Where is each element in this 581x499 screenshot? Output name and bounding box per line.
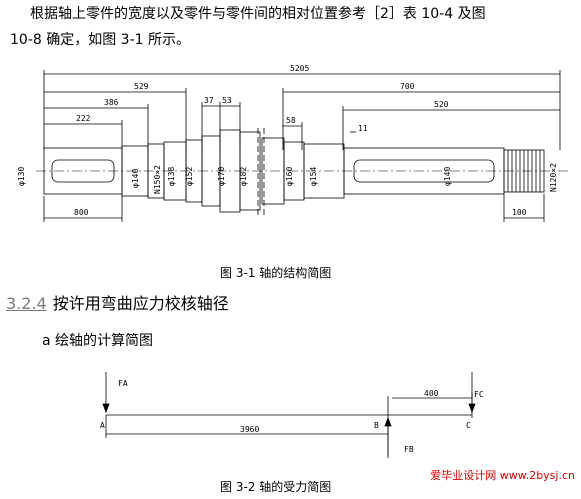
label-fa: FA: [118, 379, 128, 388]
dia-152: φ152: [185, 167, 194, 186]
dim-529: 529: [134, 82, 149, 91]
spline-150: N150×2: [153, 165, 162, 194]
dim-222: 222: [76, 114, 91, 123]
label-c: C: [466, 421, 471, 430]
dia-170: φ170: [217, 167, 226, 186]
section-heading: 3.2.4 按许用弯曲应力校核轴径: [6, 290, 229, 314]
label-a: A: [100, 421, 105, 430]
dia-160: φ160: [285, 167, 294, 186]
dim-3960: 3960: [240, 425, 259, 434]
dim-386: 386: [104, 98, 119, 107]
dim-100: 100: [512, 208, 527, 217]
dim-800: 800: [74, 208, 89, 217]
figure1-caption: 图 3-1 轴的结构简图: [220, 266, 332, 280]
dim-11: 11: [358, 124, 368, 133]
section-number: 3.2.4: [6, 294, 47, 313]
spline-120: N120×2: [549, 163, 558, 192]
subsection-heading: a 绘轴的计算简图: [42, 333, 154, 349]
dia-154: φ154: [309, 167, 318, 186]
dia-140b: φ140: [443, 167, 452, 186]
intro-line-2: 10-8 确定，如图 3-1 所示。: [10, 32, 190, 48]
label-b: B: [374, 421, 379, 430]
label-fc: FC: [474, 390, 484, 399]
dim-37: 37: [204, 96, 214, 105]
intro-line-1: 根据轴上零件的宽度以及零件与零件间的相对位置参考［2］表 10-4 及图: [30, 6, 486, 22]
dia-182: φ182: [239, 167, 248, 186]
dim-53: 53: [222, 96, 232, 105]
dia-140a: φ140: [131, 169, 140, 188]
section-title: 按许用弯曲应力校核轴径: [52, 294, 229, 313]
dia-138: φ138: [167, 167, 176, 186]
dim-total: 5205: [290, 64, 309, 73]
watermark-text: 爱毕业设计网 www.2bysj.cn: [430, 469, 575, 482]
shaft-dimension-labels: 5205 529 700 386 37 53 520 222 58 11 800…: [17, 64, 558, 217]
dim-58: 58: [286, 116, 296, 125]
force-diagram: [102, 372, 476, 458]
dim-700: 700: [400, 82, 415, 91]
dim-400: 400: [424, 389, 439, 398]
figure2-caption: 图 3-2 轴的受力简图: [220, 480, 332, 494]
label-fb: FB: [404, 445, 414, 454]
dim-520: 520: [434, 100, 449, 109]
dia-130: φ130: [17, 167, 26, 186]
